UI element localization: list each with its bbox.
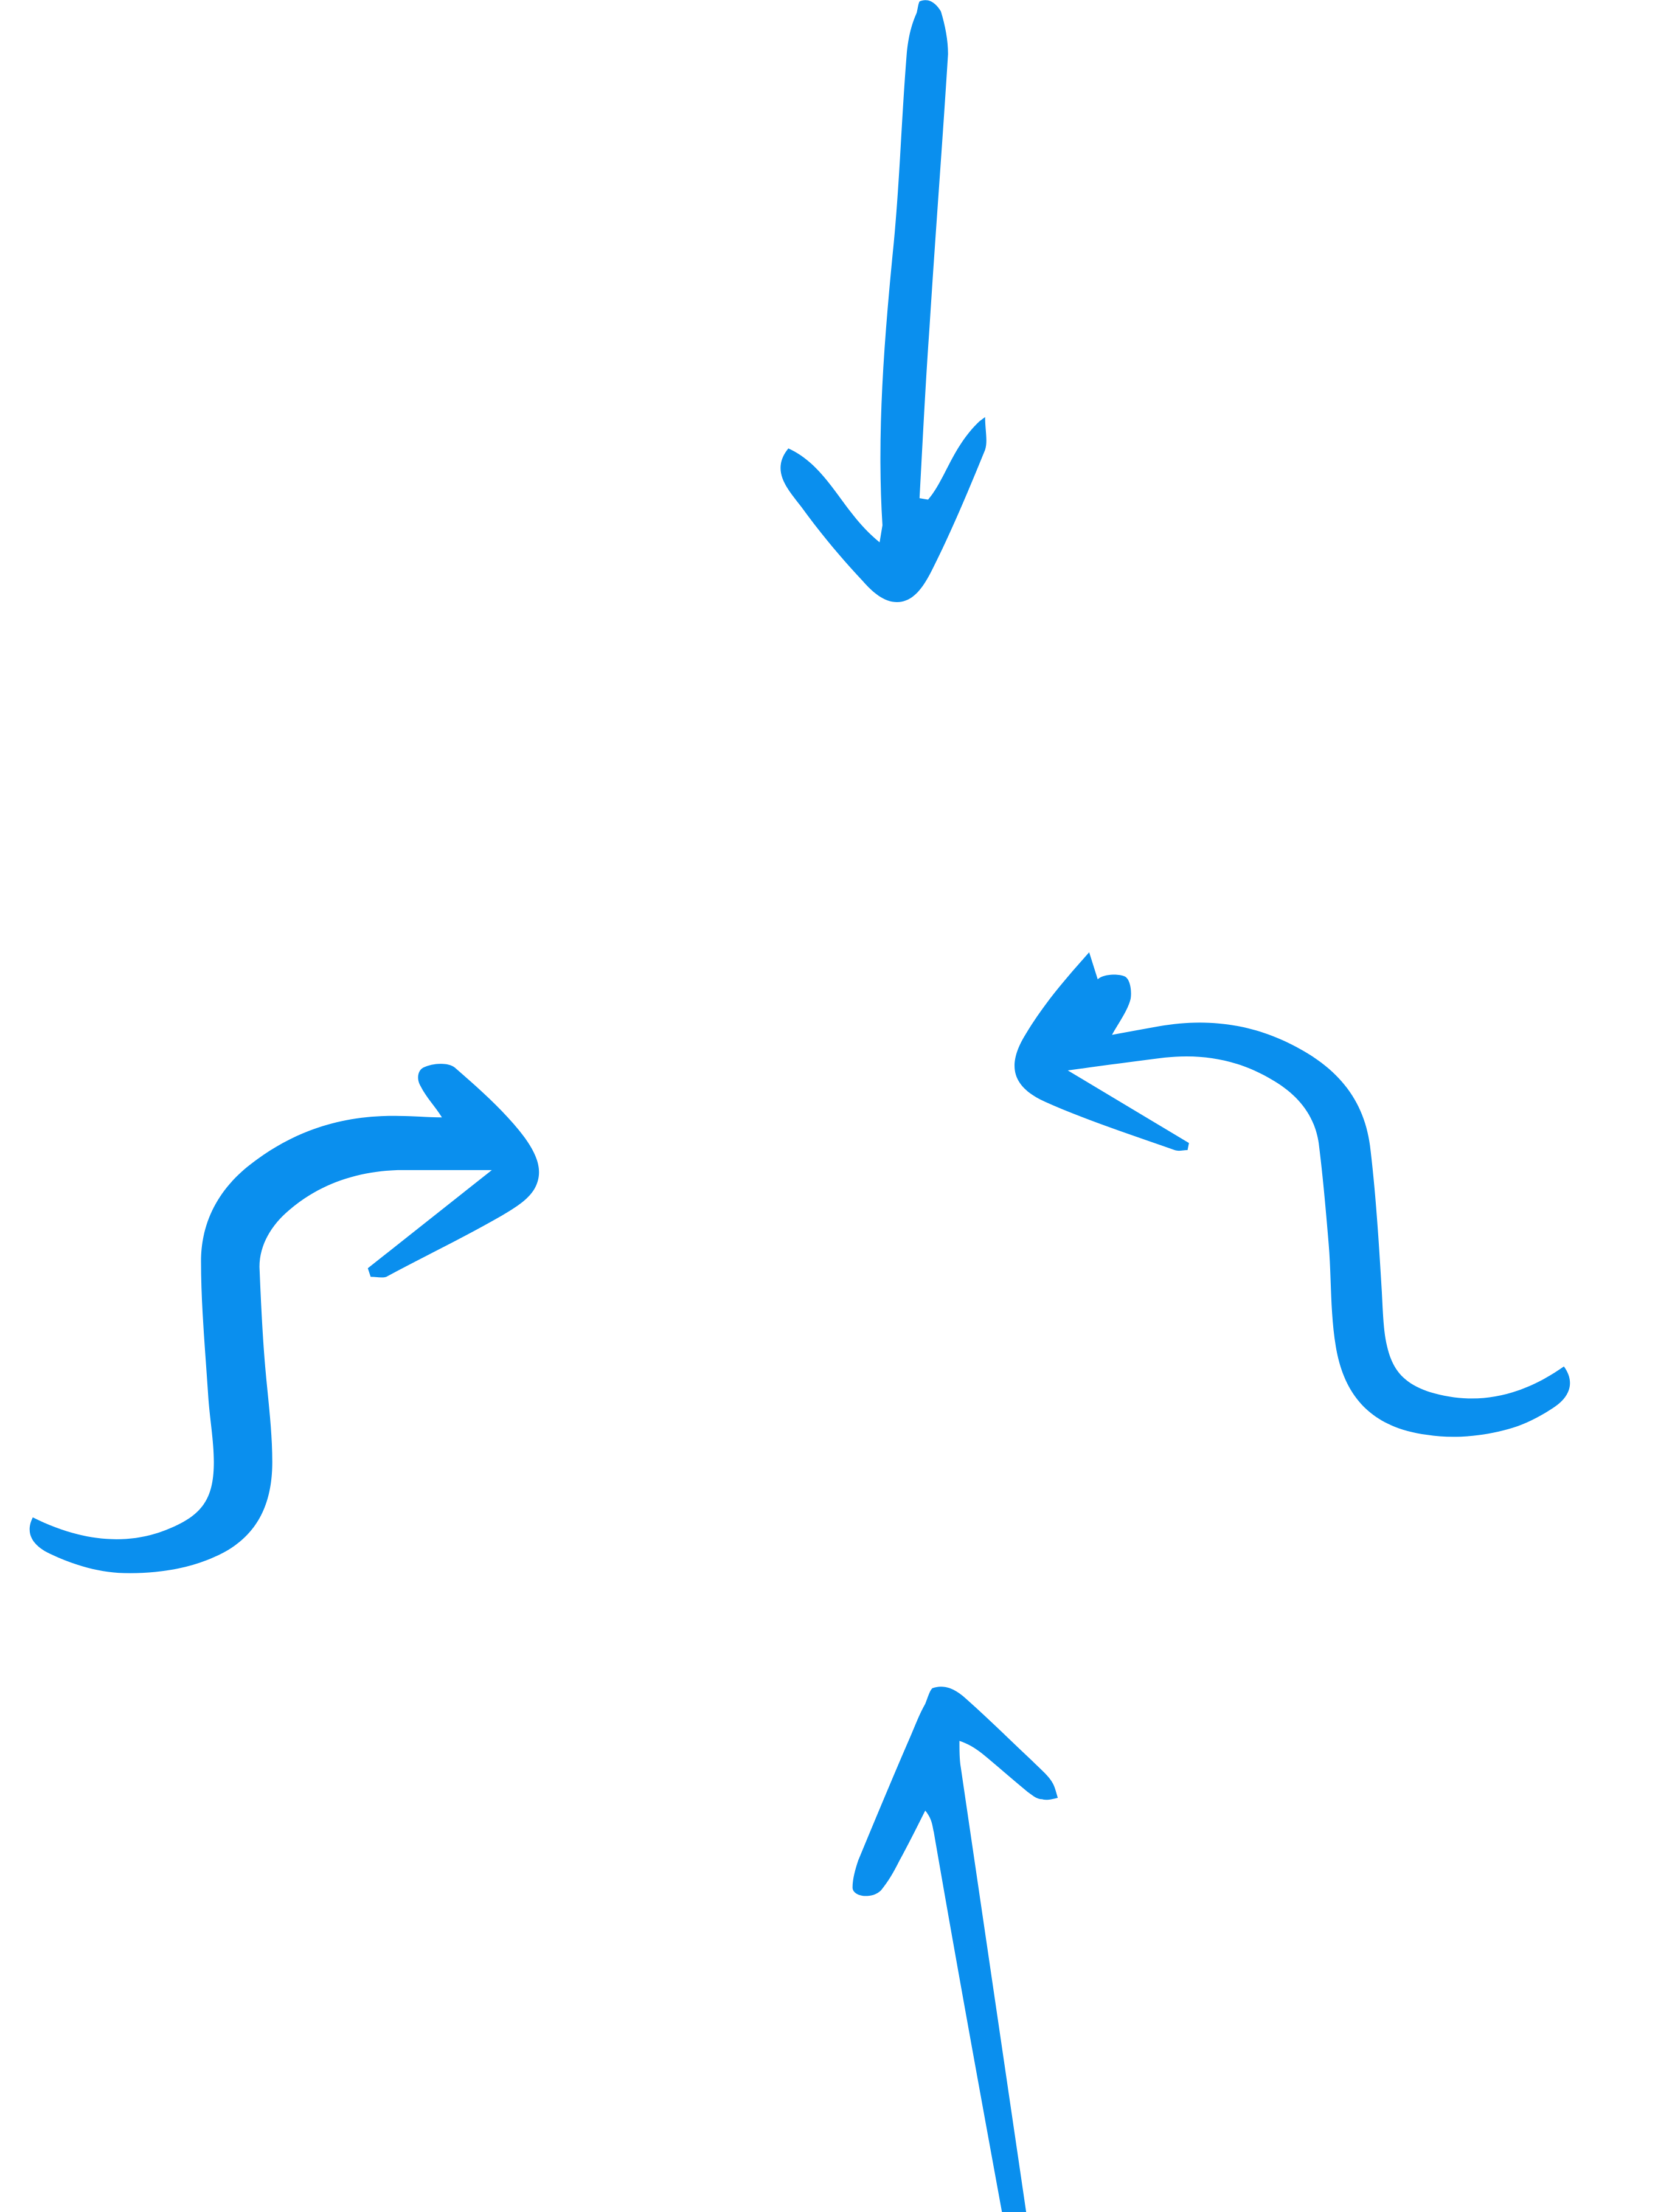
curved-arrow-right-icon xyxy=(29,1064,539,1573)
arrow-up-icon xyxy=(852,1687,1058,2212)
curved-arrow-left-icon xyxy=(1015,952,1570,1437)
arrow-down-icon xyxy=(780,0,987,602)
